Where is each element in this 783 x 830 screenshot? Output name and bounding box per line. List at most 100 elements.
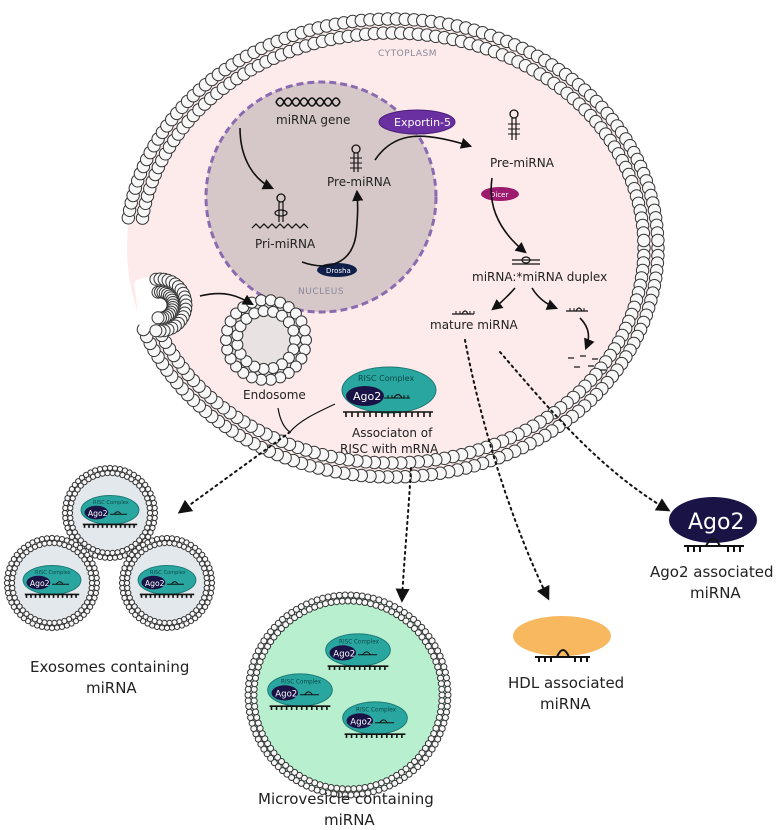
exosome-bead: [131, 603, 138, 610]
exosome-bead: [19, 552, 26, 559]
mrna-strand: [24, 593, 80, 598]
arrow-dicer: [490, 177, 527, 254]
exosome-bead: [131, 556, 138, 563]
microvesicle-bead: [410, 615, 417, 623]
exosome-bead: [81, 603, 88, 610]
exosome-bead: [4, 584, 11, 592]
exosome-bead: [138, 610, 145, 617]
exosome-bead: [149, 495, 156, 502]
microvesicle-bead: [444, 697, 452, 705]
microvesicle-bead: [443, 702, 451, 710]
microvesicle-bead: [338, 597, 346, 605]
microvesicle-bead: [428, 745, 436, 753]
microvesicle-bead: [347, 591, 355, 599]
exosome-bead: [146, 514, 153, 522]
exosome-bead: [46, 619, 53, 627]
exosome-bead: [163, 624, 171, 632]
exosome-bead: [94, 471, 101, 479]
exosome-bead: [199, 551, 206, 559]
microvesicle-bead: [402, 765, 410, 773]
exosome-bead: [92, 569, 100, 577]
membrane-bead: [151, 311, 165, 325]
mrna-strand: [344, 733, 406, 738]
exosome-bead: [17, 548, 24, 555]
microvesicle-bead: [322, 600, 329, 608]
exosome-bead: [145, 500, 152, 507]
exosome-bead: [128, 560, 135, 567]
microvesicle-bead: [244, 685, 252, 693]
arrow-pri-to-pre: [301, 189, 364, 267]
microvesicle-bead: [438, 685, 446, 693]
exosome-bead: [84, 599, 91, 606]
microvesicle-bead: [260, 745, 268, 753]
microvesicle-bead: [253, 714, 261, 721]
endosome-bead: [298, 324, 311, 337]
exosome-bead: [199, 599, 206, 606]
membrane-bead: [149, 324, 163, 338]
microvesicle-bead: [444, 685, 452, 693]
exosome-bead: [208, 574, 215, 582]
mirna-gene-label: miRNA gene: [276, 113, 350, 127]
exosome-bead: [151, 504, 158, 512]
exosome-bead: [163, 534, 171, 542]
exosome-bead: [68, 486, 76, 493]
microvesicle-bead: [358, 592, 366, 600]
nucleus-label: NUCLEUS: [298, 287, 344, 297]
microvesicle-bead: [330, 592, 338, 600]
exosome-bead: [128, 551, 135, 559]
exosome-bead: [99, 549, 106, 556]
exportin-5-label: Exportin-5: [394, 116, 451, 129]
exosome-bead: [114, 470, 121, 477]
exosome-bead: [208, 579, 216, 587]
duplex-icon: [512, 256, 540, 265]
microvesicle-bead: [274, 763, 282, 771]
exosome-bead: [9, 574, 16, 582]
microvesicle-bead: [440, 663, 448, 671]
hdl-label-2: miRNA: [540, 695, 591, 713]
microvesicle-bead: [411, 625, 418, 632]
exosome-bead: [120, 569, 127, 577]
exosome-bead: [161, 540, 168, 547]
microvesicle-bead: [286, 617, 294, 625]
microvesicle-bead: [252, 674, 259, 682]
pri-mirna-icon: [251, 193, 309, 229]
microvesicle-bead: [431, 740, 439, 748]
degraded-fragments: [568, 355, 606, 371]
microvesicle-bead: [270, 623, 278, 631]
exosome-bead: [120, 589, 127, 597]
exosome-bead: [135, 544, 142, 551]
exosome-bead: [156, 540, 163, 547]
risc-complex-label: RISC Complex: [356, 707, 397, 713]
ago2-protein: [346, 386, 384, 406]
exosome-bead: [195, 611, 202, 618]
microvesicle-bead: [443, 708, 450, 716]
exosome-bead: [56, 619, 63, 626]
exosome-bead: [139, 533, 146, 540]
exosome-bead: [9, 584, 16, 592]
mrna-strand: [82, 523, 138, 528]
endosome-label: Endosome: [243, 388, 306, 402]
exosome-bead: [207, 589, 214, 597]
exosome-bead: [13, 551, 20, 559]
exosome-bead: [80, 611, 87, 618]
hdl-label-1: HDL associated: [508, 674, 624, 692]
exosome-bead: [64, 524, 71, 532]
exosome-bead: [151, 509, 159, 517]
membrane-invagination: [134, 272, 193, 338]
exosome-bead: [88, 574, 95, 582]
exosome-bead: [74, 549, 81, 556]
mrna-strand: [343, 411, 433, 417]
endosome: [220, 294, 312, 386]
microvesicle-bead: [405, 612, 413, 620]
microvesicle-bead: [444, 691, 452, 699]
risc-complex-label: RISC Complex: [281, 679, 322, 685]
exosome-bead: [150, 499, 157, 507]
microvesicle-bead: [274, 629, 282, 637]
exosome-bead: [114, 549, 121, 556]
exosome-bead: [171, 540, 178, 547]
microvesicle-bead: [438, 691, 446, 699]
arrow-to-hdl: [464, 339, 550, 601]
exosome-bead: [109, 549, 116, 557]
